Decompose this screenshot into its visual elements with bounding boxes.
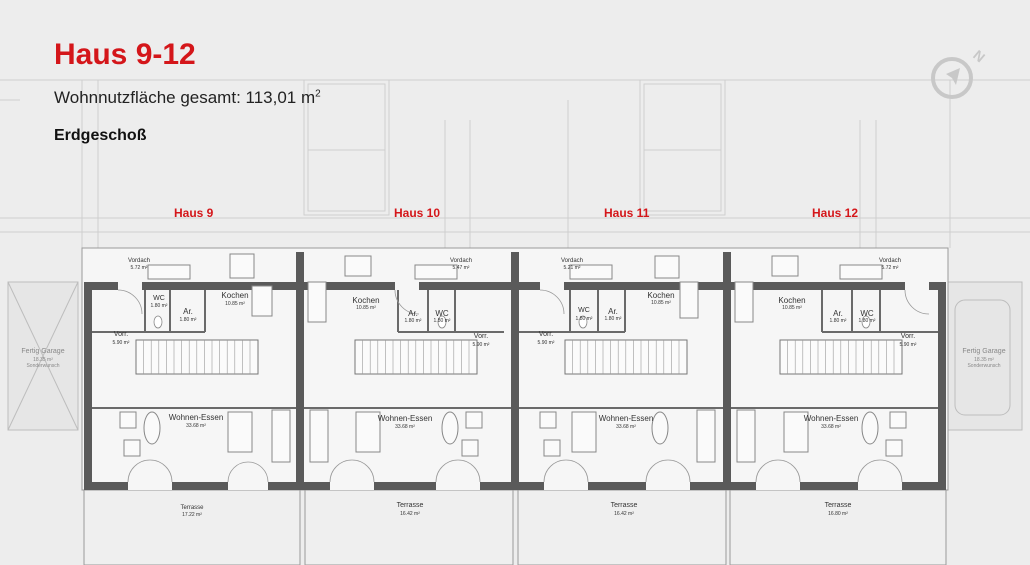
house-10-heading: Haus 10 bbox=[394, 206, 441, 220]
room-area: 17.22 m² bbox=[182, 512, 202, 518]
room-label: Ar. bbox=[833, 309, 843, 318]
room-area: 5.90 m² bbox=[899, 342, 917, 348]
room-area: 1.80 m² bbox=[604, 316, 622, 322]
room-area: 5.90 m² bbox=[472, 342, 490, 348]
room-label: Vordach bbox=[560, 258, 584, 264]
room-label: Terrasse bbox=[824, 502, 852, 509]
room-area: 10.85 m² bbox=[782, 305, 802, 311]
room-label: Kochen bbox=[352, 296, 380, 305]
garage-note: Sonderwunsch bbox=[26, 363, 60, 369]
room-label: Vordach bbox=[449, 258, 473, 264]
room-area: 33.68 m² bbox=[821, 424, 841, 430]
room-label: WC bbox=[435, 309, 449, 318]
room-label: Wohnen-Essen bbox=[377, 414, 433, 423]
room-area: 16.42 m² bbox=[400, 511, 420, 517]
room-area: 1.80 m² bbox=[404, 318, 422, 324]
house-12-heading: Haus 12 bbox=[812, 206, 859, 220]
room-label: Kochen bbox=[647, 291, 675, 300]
room-label: Kochen bbox=[221, 291, 249, 300]
garage-area: 18.35 m² bbox=[974, 357, 994, 363]
total-area-value: Wohnnutzfläche gesamt: 113,01 m bbox=[54, 88, 316, 107]
room-label: Wohnen-Essen bbox=[598, 414, 654, 423]
compass-icon: N bbox=[931, 47, 986, 99]
room-label: Kochen bbox=[778, 296, 806, 305]
room-area: 33.68 m² bbox=[186, 423, 206, 429]
room-area: 33.68 m² bbox=[616, 424, 636, 430]
room-label: Vorr. bbox=[538, 331, 554, 338]
house-11-heading: Haus 11 bbox=[604, 206, 650, 220]
garage-label: Fertig Garage bbox=[962, 348, 1006, 355]
room-area: 1.80 m² bbox=[829, 318, 847, 324]
room-label: Terrasse bbox=[180, 505, 204, 511]
room-label: WC bbox=[860, 309, 874, 318]
room-area: 5.47 m² bbox=[452, 265, 470, 271]
room-label: Ar. bbox=[408, 309, 418, 318]
room-area: 5.72 m² bbox=[130, 265, 148, 271]
area-unit-sup: 2 bbox=[315, 88, 321, 100]
room-area: 5.72 m² bbox=[881, 265, 899, 271]
room-area: 1.80 m² bbox=[433, 318, 451, 324]
room-label: Vorr. bbox=[900, 333, 916, 340]
room-label: WC bbox=[153, 295, 165, 302]
room-area: 5.21 m² bbox=[563, 265, 581, 271]
room-area: 33.68 m² bbox=[395, 424, 415, 430]
room-area: 1.80 m² bbox=[179, 317, 197, 323]
room-label: Wohnen-Essen bbox=[168, 413, 224, 422]
room-label: Vordach bbox=[878, 258, 902, 264]
room-label: Terrasse bbox=[396, 502, 424, 509]
room-label: Vordach bbox=[127, 258, 151, 264]
room-label: Ar. bbox=[608, 307, 618, 316]
room-area: 16.42 m² bbox=[614, 511, 634, 517]
floor-label: Erdgeschoß bbox=[54, 127, 147, 144]
room-label: Terrasse bbox=[610, 502, 638, 509]
room-area: 10.85 m² bbox=[356, 305, 376, 311]
room-label: Wohnen-Essen bbox=[803, 414, 859, 423]
compass-letter: N bbox=[970, 47, 986, 66]
room-label: Ar. bbox=[183, 307, 193, 316]
total-area: Wohnnutzfläche gesamt: 113,01 m2 bbox=[54, 88, 321, 108]
room-area: 1.80 m² bbox=[575, 316, 593, 322]
garage-label: Fertig Garage bbox=[21, 348, 65, 355]
room-area: 1.80 m² bbox=[858, 318, 876, 324]
garage-area: 18.35 m² bbox=[33, 357, 53, 363]
room-label: Vorr. bbox=[113, 331, 129, 338]
room-area: 10.85 m² bbox=[225, 301, 245, 307]
room-label: Vorr. bbox=[473, 333, 489, 340]
room-area: 5.90 m² bbox=[112, 340, 130, 346]
page-title: Haus 9-12 bbox=[54, 38, 196, 71]
room-area: 16.80 m² bbox=[828, 511, 848, 517]
house-9-heading: Haus 9 bbox=[174, 206, 214, 220]
room-label: WC bbox=[578, 307, 590, 314]
room-area: 5.90 m² bbox=[537, 340, 555, 346]
room-area: 10.85 m² bbox=[651, 300, 671, 306]
room-area: 1.80 m² bbox=[150, 303, 168, 309]
garage-note: Sonderwunsch bbox=[967, 363, 1001, 369]
